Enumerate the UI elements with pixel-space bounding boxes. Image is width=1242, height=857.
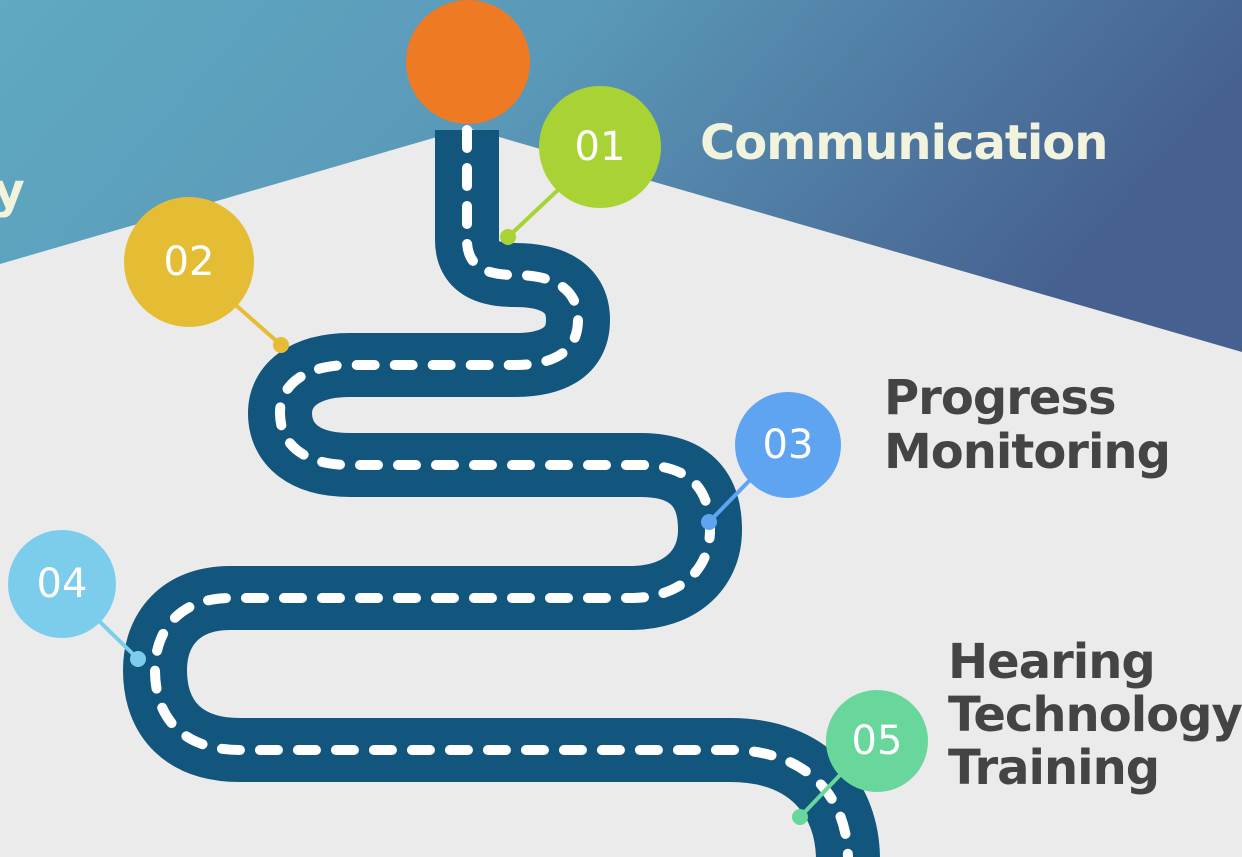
milestone-01-pin xyxy=(500,229,516,245)
milestone-01-badge: 01 xyxy=(500,86,661,245)
header-banner xyxy=(0,0,1242,352)
milestone-05-label-line-2: Technology xyxy=(948,686,1242,743)
milestone-05-label-line-3: Training xyxy=(948,739,1160,796)
milestone-03-label: Progress Monitoring xyxy=(884,370,1171,480)
milestone-01-connector xyxy=(506,186,562,239)
milestone-05-circle xyxy=(826,690,928,792)
start-marker xyxy=(406,0,530,124)
milestone-02-connector xyxy=(228,298,283,347)
milestone-05-connector xyxy=(798,773,842,819)
milestone-03-pin xyxy=(701,514,717,530)
milestone-05-badge: 05 xyxy=(792,690,928,825)
milestone-05-pin xyxy=(792,809,808,825)
road-centerline xyxy=(149,125,853,857)
milestone-05-label-line-1: Hearing xyxy=(948,634,1156,690)
milestone-02-pin xyxy=(273,337,289,353)
milestone-02-circle xyxy=(124,197,254,327)
milestone-05-label: Hearing Technology Training xyxy=(948,636,1242,794)
milestone-02-badge: 02 xyxy=(124,197,289,353)
milestone-03-circle xyxy=(735,392,841,498)
milestone-01-number: 01 xyxy=(575,124,626,170)
milestone-04-badge: 04 xyxy=(8,530,146,667)
milestone-02-number: 02 xyxy=(164,239,215,285)
milestone-04-number: 04 xyxy=(37,561,88,607)
milestone-03-label-line-2: Monitoring xyxy=(884,423,1171,480)
milestone-03-badge: 03 xyxy=(701,392,841,530)
milestone-03-label-line-1: Progress xyxy=(884,370,1117,426)
milestone-01-label: Communication xyxy=(700,115,1108,171)
milestone-03-connector xyxy=(707,478,752,524)
milestone-05-number: 05 xyxy=(852,718,903,764)
milestone-04-circle xyxy=(8,530,116,638)
milestone-03-number: 03 xyxy=(763,422,814,468)
milestone-01-circle xyxy=(539,86,661,208)
cropped-label: ly xyxy=(0,163,25,219)
milestone-04-pin xyxy=(130,651,146,667)
milestone-04-connector xyxy=(94,616,140,661)
